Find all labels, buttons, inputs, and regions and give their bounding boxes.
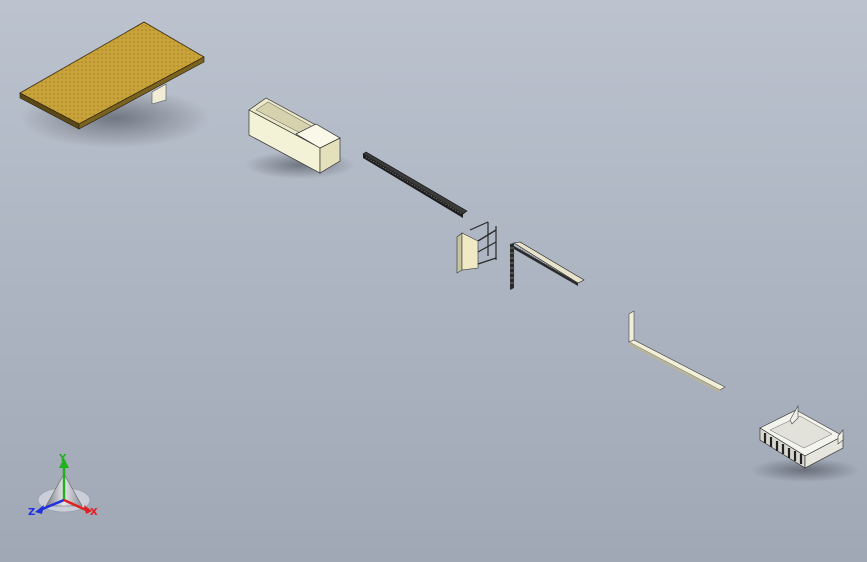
axis-x-label: X bbox=[90, 507, 98, 518]
axis-y-label: Y bbox=[58, 453, 67, 464]
angle-bracket-part[interactable] bbox=[628, 310, 726, 393]
rack-bar-part[interactable] bbox=[362, 151, 468, 218]
table-top-part[interactable] bbox=[19, 21, 210, 148]
comb-plate-part[interactable] bbox=[510, 241, 585, 290]
frame-stand-part[interactable] bbox=[456, 221, 497, 274]
end-tray-part[interactable] bbox=[750, 404, 860, 482]
axis-triad: Y Z X bbox=[28, 453, 98, 518]
axis-z-label: Z bbox=[28, 507, 35, 518]
cabinet-box-part[interactable] bbox=[245, 97, 355, 179]
